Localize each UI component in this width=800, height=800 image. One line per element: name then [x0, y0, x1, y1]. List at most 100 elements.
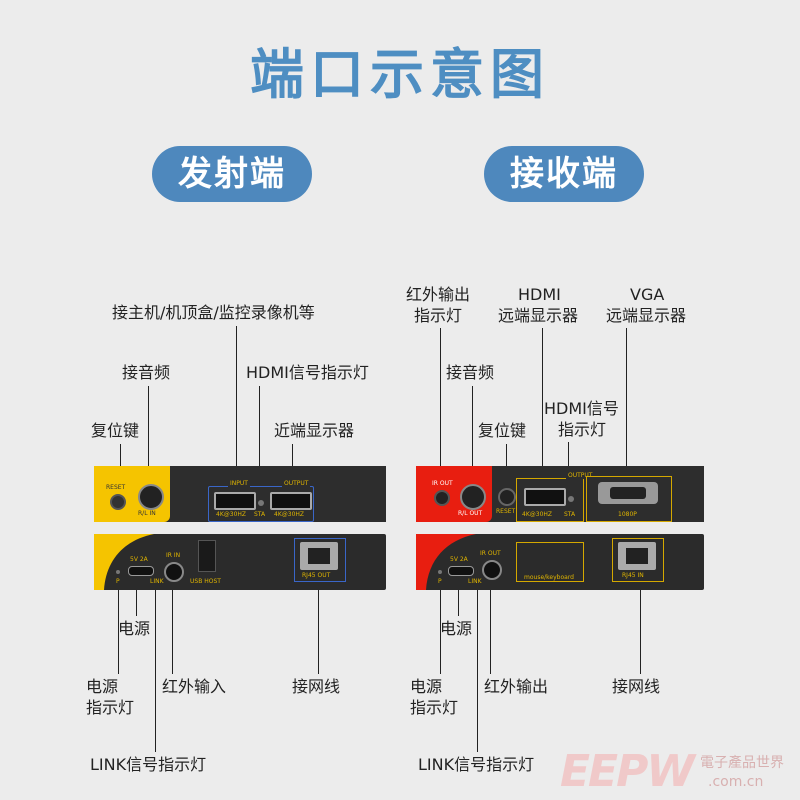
- rx-usbc-power-port[interactable]: [448, 566, 474, 576]
- rx-ir-out-line: [440, 328, 441, 488]
- tx-source-label: 接主机/机顶盒/监控录像机等: [112, 303, 315, 322]
- tx-power-led-line: [118, 578, 119, 674]
- rx-hdmi-group: [516, 478, 584, 522]
- rx-vga-port[interactable]: [598, 482, 658, 504]
- eepw-watermark-url: .com.cn: [708, 774, 764, 790]
- rx-vga-label-1: VGA: [630, 285, 665, 304]
- tx-link-led-label: LINK信号指示灯: [90, 755, 207, 774]
- tx-reset-button[interactable]: [110, 494, 126, 510]
- tx-usbc-power-port[interactable]: [128, 566, 154, 576]
- rx-link-led-line: [477, 578, 478, 752]
- rx-network-label: 接网线: [612, 677, 661, 696]
- tx-rear-accent: [94, 534, 154, 590]
- rx-vga-label-2: 远端显示器: [606, 306, 687, 325]
- rx-power-led: [438, 570, 442, 574]
- rx-ir-out-lower-line: [490, 578, 491, 674]
- transmitter-pill: 发射端: [152, 146, 312, 202]
- tx-power-label: 电源: [118, 619, 151, 638]
- rx-ir-out-text: IR OUT: [432, 480, 453, 487]
- tx-rear-panel: P 5V 2A LINK IR IN USB HOST RJ45 OUT: [94, 534, 386, 590]
- rx-power-led-label-2: 指示灯: [410, 698, 459, 717]
- eepw-watermark-cn: 電子產品世界: [700, 755, 784, 771]
- rx-rj45-group: [612, 538, 664, 582]
- rx-power-led-label-1: 电源: [410, 677, 443, 696]
- tx-power-line: [136, 580, 137, 616]
- rx-rj45-text: RJ45 IN: [622, 572, 644, 579]
- tx-ir-in-text: IR IN: [166, 552, 181, 559]
- rx-vga-res-text: 1080P: [618, 511, 637, 518]
- tx-near-display-label: 近端显示器: [274, 421, 355, 440]
- rx-hdmi-led: [568, 496, 574, 502]
- tx-hdmi-input-port[interactable]: [214, 492, 256, 510]
- rx-power-led-line: [440, 578, 441, 674]
- rx-network-line: [640, 578, 641, 674]
- receiver-pill: 接收端: [484, 146, 644, 202]
- tx-front-panel: RESET R/L IN INPUT OUTPUT 4K@30HZ STA 4K…: [94, 466, 386, 522]
- rx-rear-panel: P 5V 2A LINK IR OUT mouse/keyboard RJ45 …: [416, 534, 704, 590]
- tx-hdmi-led-line: [259, 386, 260, 488]
- tx-hdmi-led-label: HDMI信号指示灯: [246, 363, 369, 382]
- rx-rj45-port[interactable]: [618, 542, 656, 570]
- tx-sta-text: STA: [254, 511, 266, 518]
- tx-near-display-line: [292, 444, 293, 468]
- rx-output-text: OUTPUT: [566, 472, 595, 479]
- tx-hdmi-output-port[interactable]: [270, 492, 312, 510]
- tx-dc-text: 5V 2A: [130, 556, 148, 563]
- rx-mouse-keyboard-group: [516, 542, 584, 582]
- rx-ir-out-jack[interactable]: [482, 560, 502, 580]
- rx-ir-out-label-2: 指示灯: [414, 306, 463, 325]
- tx-power-led: [116, 570, 120, 574]
- tx-audio-jack[interactable]: [138, 484, 164, 510]
- rx-audio-label: 接音频: [446, 363, 495, 382]
- rx-reset-button[interactable]: [498, 488, 516, 506]
- tx-hdmi-led: [258, 500, 264, 506]
- rx-mouse-text: mouse/keyboard: [524, 574, 574, 581]
- rx-hdmi-led-line: [568, 442, 569, 488]
- tx-rj45-group: [294, 538, 346, 582]
- tx-hdmi-group: [208, 486, 314, 522]
- rx-ir-out2-text: IR OUT: [480, 550, 501, 557]
- tx-rl-in-text: R/L IN: [138, 510, 156, 517]
- tx-rj45-port[interactable]: [300, 542, 338, 570]
- tx-network-label: 接网线: [292, 677, 341, 696]
- tx-4k-a-text: 4K@30HZ: [216, 511, 247, 518]
- tx-ir-in-label: 红外输入: [162, 677, 227, 696]
- eepw-watermark-logo: EEPW: [560, 746, 695, 797]
- rx-reset-text: RESET: [496, 508, 516, 515]
- rx-power-line: [458, 580, 459, 616]
- page-title: 端口示意图: [250, 43, 550, 106]
- rx-audio-jack[interactable]: [460, 484, 486, 510]
- tx-reset-text: RESET: [106, 484, 126, 491]
- tx-ir-in-jack[interactable]: [164, 562, 184, 582]
- rx-vga-group: [586, 476, 672, 522]
- rx-p-text: P: [438, 578, 442, 585]
- rx-link-text: LINK: [468, 578, 482, 585]
- tx-rj45-text: RJ45 OUT: [302, 572, 331, 579]
- rx-hdmi-output-port[interactable]: [524, 488, 566, 506]
- tx-output-text: OUTPUT: [282, 480, 311, 487]
- tx-audio-line: [148, 386, 149, 488]
- rx-ir-out-label-1: 红外输出: [406, 285, 471, 304]
- rx-rl-out-text: R/L OUT: [458, 510, 483, 517]
- rx-front-panel: IR OUT R/L OUT RESET OUTPUT 4K@30HZ STA …: [416, 466, 704, 522]
- rx-hdmi-label-1: HDMI: [518, 285, 561, 304]
- tx-usb-port[interactable]: [198, 540, 216, 572]
- rx-ir-out-label: 红外输出: [484, 677, 549, 696]
- tx-4k-b-text: 4K@30HZ: [274, 511, 305, 518]
- rx-ir-out-port[interactable]: [434, 490, 450, 506]
- rx-hdmi-label-2: 远端显示器: [498, 306, 579, 325]
- tx-link-led-line: [155, 578, 156, 752]
- tx-usb-text: USB HOST: [190, 578, 221, 585]
- rx-hdmi-led-label-1: HDMI信号: [544, 399, 619, 418]
- rx-rear-accent: [416, 534, 476, 590]
- rx-4k-text: 4K@30HZ: [522, 511, 553, 518]
- tx-network-line: [318, 578, 319, 674]
- tx-power-led-label-1: 电源: [86, 677, 119, 696]
- rx-hdmi-led-label-2: 指示灯: [558, 420, 607, 439]
- tx-reset-label: 复位键: [91, 421, 140, 440]
- rx-sta-text: STA: [564, 511, 576, 518]
- tx-power-led-label-2: 指示灯: [86, 698, 135, 717]
- tx-link-text: LINK: [150, 578, 164, 585]
- tx-audio-label: 接音频: [122, 363, 171, 382]
- rx-reset-label: 复位键: [478, 421, 527, 440]
